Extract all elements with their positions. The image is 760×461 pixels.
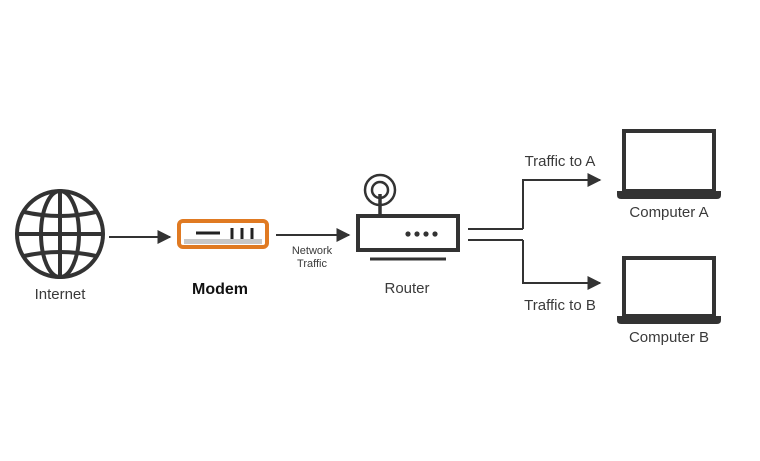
computer-b-label: Computer B: [629, 329, 709, 346]
traffic-to-b-arrow: [522, 240, 602, 290]
internet-label: Internet: [35, 286, 87, 303]
computer-a-label: Computer A: [629, 204, 708, 221]
router-label: Router: [384, 280, 429, 297]
laptop-icon: [617, 129, 721, 199]
modem-label: Modem: [192, 281, 248, 298]
traffic-to-b-label: Traffic to B: [524, 297, 596, 314]
network-traffic-label-line2: Traffic: [297, 258, 327, 270]
traffic-to-a-label: Traffic to A: [525, 153, 596, 170]
laptop-icon: [617, 256, 721, 324]
router-icon: [356, 173, 460, 261]
traffic-to-a-arrow: [522, 173, 602, 229]
globe-icon: [15, 189, 105, 279]
network-traffic-label-line1: Network: [292, 245, 333, 257]
modem-icon: [177, 219, 269, 249]
